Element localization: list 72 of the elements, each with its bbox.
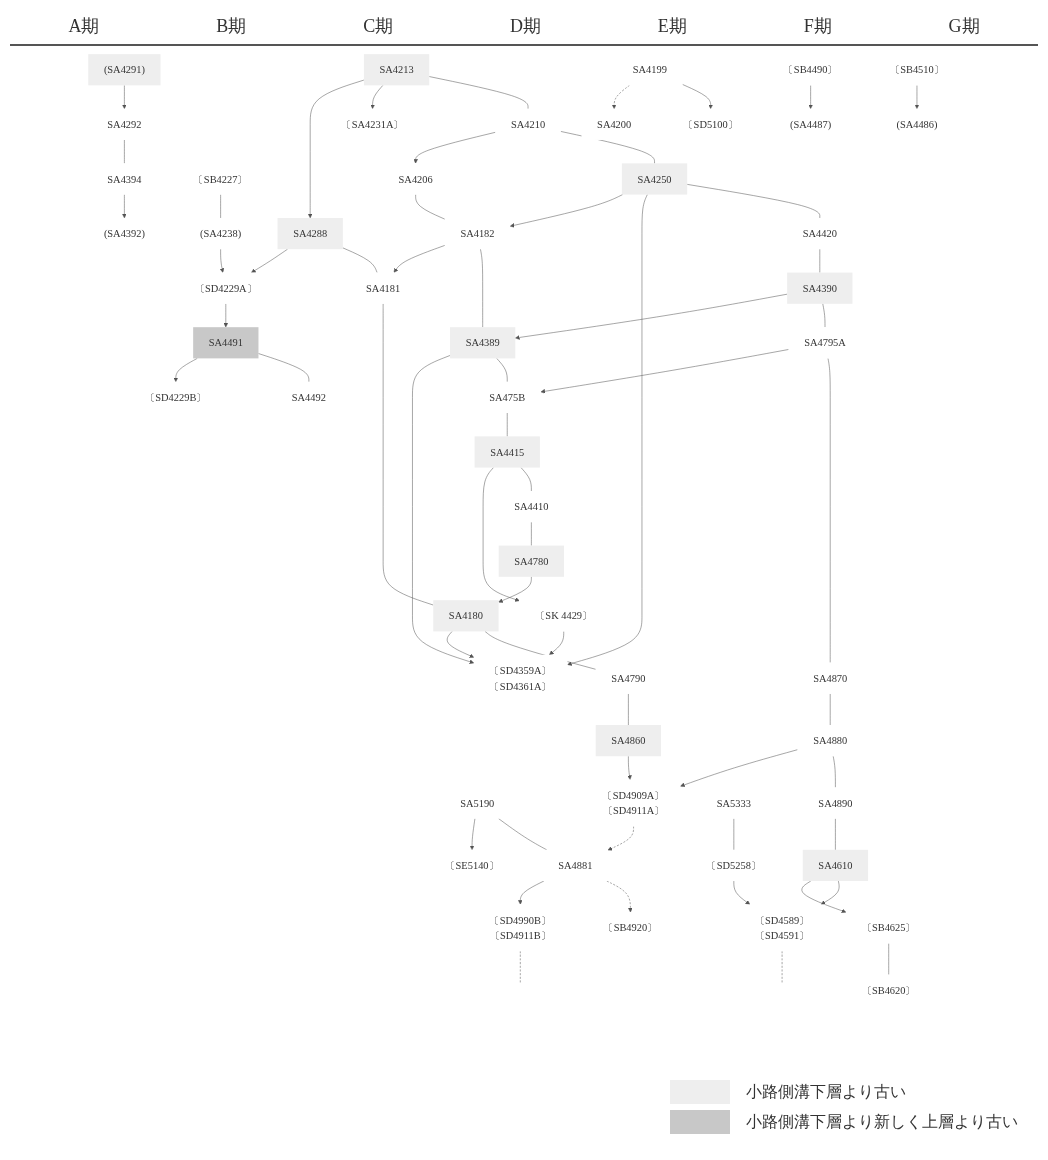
node-text: 〔SK 4429〕: [534, 610, 593, 622]
node-text: 〔SA4231A〕: [341, 118, 404, 131]
connector: [686, 184, 821, 219]
node-box: SA4250: [621, 163, 688, 195]
legend-text: 小路側溝下層より新しく上層より古い: [746, 1111, 1018, 1132]
node-text: SA4199: [632, 64, 667, 76]
node-box: SA4389: [450, 327, 516, 359]
node-text: SA4881: [558, 859, 593, 872]
node-text: 〔SB4920〕: [603, 922, 658, 934]
connector: [822, 303, 826, 328]
period-heading: G期: [948, 15, 980, 38]
connector: [415, 194, 446, 220]
node-text: SA4410: [514, 500, 549, 513]
node-box: SA4213: [363, 54, 430, 86]
connector: [342, 247, 378, 273]
node-text: SA4210: [510, 118, 546, 131]
node-text: 〔SD5100〕: [683, 118, 739, 131]
connector: [520, 467, 532, 492]
period-heading: C期: [363, 15, 394, 38]
node-text: SA5190: [460, 797, 495, 809]
node-text: 〔SE5140〕: [445, 859, 499, 872]
node-text: 〔SB4625〕: [861, 922, 916, 934]
node-text: 〔SB4620〕: [861, 984, 916, 996]
node-box: (SA4291): [88, 54, 161, 86]
node-text: SA4181: [366, 282, 401, 294]
node-box: SA4491: [193, 327, 259, 359]
connector: [832, 755, 836, 788]
period-heading: E期: [657, 15, 687, 38]
node-box: SA4180: [433, 600, 499, 632]
node-text: 〔SB4227〕: [193, 173, 248, 185]
connector: [382, 303, 434, 606]
node-text: 〔SB4510〕: [889, 64, 945, 76]
node-box: SA4415: [474, 436, 540, 468]
node-text: SA4795A: [804, 337, 846, 349]
legend-text: 小路側溝下層より古い: [746, 1081, 906, 1102]
node-text: (SA4392): [103, 227, 145, 240]
period-heading: F期: [803, 15, 832, 38]
period-heading: B期: [216, 15, 247, 38]
node-text: SA4890: [818, 797, 853, 809]
node-box: SA4780: [498, 545, 564, 577]
node-text: SA4420: [802, 227, 837, 240]
connector: [498, 818, 547, 851]
node-text: 〔SD5258〕: [706, 859, 762, 872]
period-heading: D期: [510, 15, 541, 38]
connector: [428, 76, 529, 110]
node-text: SA475B: [489, 391, 526, 404]
connector: [480, 248, 483, 328]
node-text: (SA4486): [896, 118, 938, 131]
node-text: SA4394: [107, 173, 142, 185]
node-text: (SA4238): [200, 227, 242, 240]
node-box: SA4610: [802, 849, 869, 882]
node-box: SA4860: [595, 725, 662, 757]
node-text: SA5333: [716, 797, 751, 809]
connector: [258, 353, 310, 383]
period-heading: A期: [68, 15, 100, 38]
node-text: 〔SD4990B〕 〔SD4911B〕: [489, 914, 552, 942]
node-text: 〔SD4229A〕: [194, 282, 258, 294]
connector: [496, 358, 508, 383]
node-box: SA4288: [277, 217, 343, 250]
node-text: SA4182: [460, 227, 495, 240]
node-text: SA4880: [813, 734, 848, 747]
node-text: SA4870: [813, 672, 848, 684]
node-text: SA4206: [398, 173, 433, 185]
node-text: (SA4487): [790, 118, 832, 131]
node-box: SA4390: [787, 272, 853, 304]
node-text: 〔SD4229B〕: [144, 391, 207, 404]
node-text: 〔SD4589〕 〔SD4591〕: [754, 914, 810, 942]
node-text: SA4292: [107, 118, 142, 131]
node-text: SA4790: [611, 672, 646, 684]
node-text: 〔SD4909A〕 〔SD4911A〕: [602, 789, 665, 817]
node-text: 〔SB4490〕: [783, 64, 838, 76]
node-text: SA4492: [291, 391, 326, 404]
